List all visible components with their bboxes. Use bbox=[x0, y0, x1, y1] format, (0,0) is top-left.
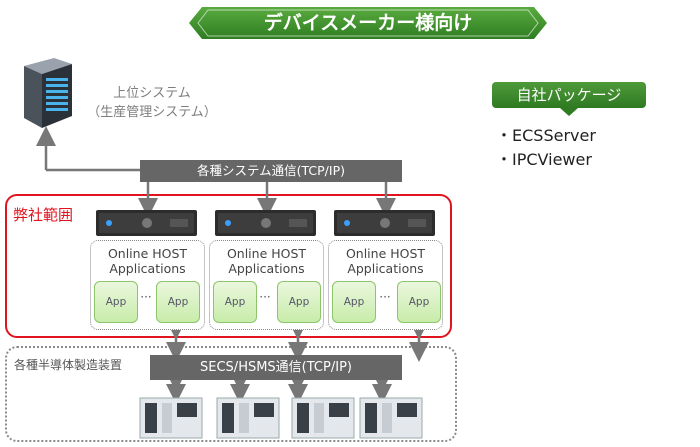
equipment-machine-1-icon bbox=[139, 397, 203, 439]
app-dots: ··· bbox=[259, 290, 271, 304]
app-group-title-line1: Online HOST bbox=[226, 246, 307, 261]
app-group-3-title: Online HOST Applications bbox=[328, 246, 443, 276]
app-box: App bbox=[156, 281, 200, 323]
app-dots: ··· bbox=[140, 290, 152, 304]
rack-server-1-icon bbox=[96, 210, 197, 236]
server-tower-icon bbox=[24, 58, 72, 128]
equipment-label: 各種半導体製造装置 bbox=[14, 358, 123, 372]
rack-server-2-icon bbox=[215, 210, 316, 236]
app-box: App bbox=[397, 281, 441, 323]
package-badge-pointer bbox=[560, 108, 578, 116]
app-box: App bbox=[332, 281, 376, 323]
package-item-ipcviewer: ・IPCViewer bbox=[496, 150, 592, 169]
our-scope-frame bbox=[5, 194, 452, 338]
app-group-title-line1: Online HOST bbox=[345, 246, 426, 261]
app-group-title-line2: Applications bbox=[109, 261, 186, 276]
app-group-1-title: Online HOST Applications bbox=[90, 246, 205, 276]
upper-system-line1: 上位システム bbox=[113, 86, 191, 101]
upper-system-label: 上位システム （生産管理システム） bbox=[82, 84, 222, 122]
secs-hsms-bus: SECS/HSMS通信(TCP/IP) bbox=[150, 355, 402, 380]
equipment-machine-2-icon bbox=[216, 397, 280, 439]
system-comm-bus: 各種システム通信(TCP/IP) bbox=[140, 160, 402, 182]
title-banner bbox=[189, 7, 547, 39]
app-group-title-line2: Applications bbox=[228, 261, 305, 276]
page-title: デバイスメーカー様向け bbox=[263, 12, 473, 34]
package-badge: 自社パッケージ bbox=[492, 82, 646, 108]
app-box: App bbox=[277, 281, 321, 323]
app-group-title-line1: Online HOST bbox=[107, 246, 188, 261]
rack-server-3-icon bbox=[334, 210, 435, 236]
upper-system-line2: （生産管理システム） bbox=[87, 105, 217, 120]
equipment-machine-4-icon bbox=[359, 397, 423, 439]
equipment-machine-3-icon bbox=[291, 397, 355, 439]
app-box: App bbox=[213, 281, 257, 323]
app-group-title-line2: Applications bbox=[347, 261, 424, 276]
our-scope-label: 弊社範囲 bbox=[13, 206, 74, 224]
app-group-2-title: Online HOST Applications bbox=[209, 246, 324, 276]
app-dots: ··· bbox=[379, 290, 391, 304]
app-box: App bbox=[94, 281, 138, 323]
equipment-frame bbox=[5, 346, 457, 442]
package-item-ecsserver: ・ECSServer bbox=[496, 126, 596, 145]
